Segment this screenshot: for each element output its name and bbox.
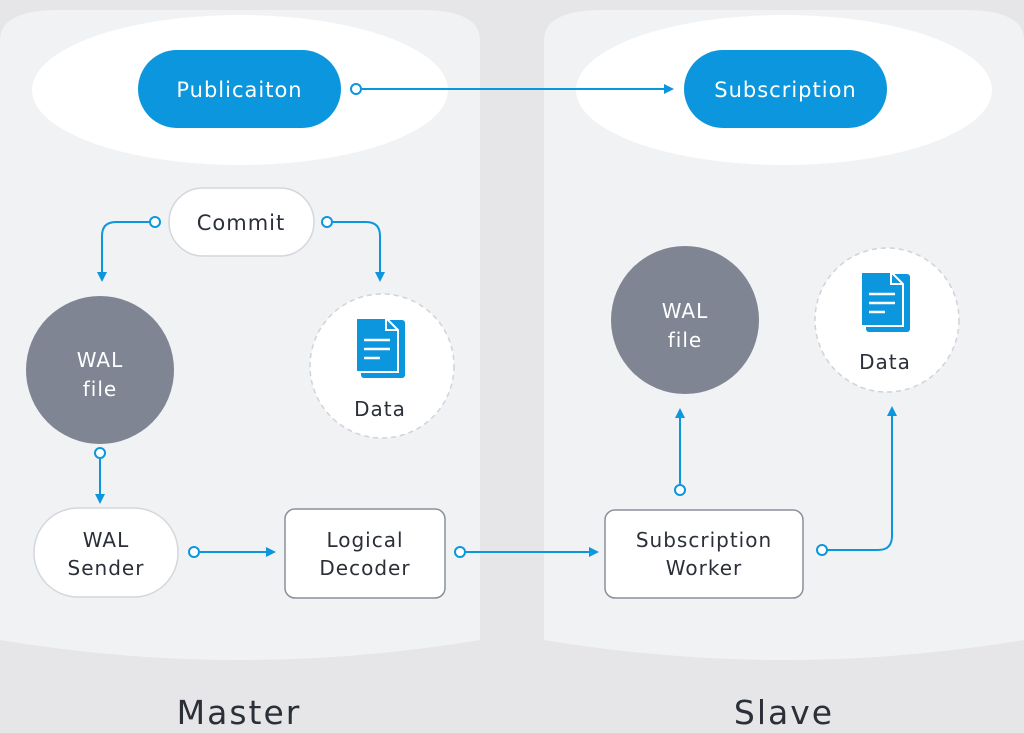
worker-to-slave-data-arrow bbox=[828, 406, 897, 551]
subscription-worker-node: Subscription Worker bbox=[604, 509, 804, 599]
slave-label: Slave bbox=[734, 693, 834, 732]
commit-to-wal-arrow bbox=[97, 221, 149, 282]
master-label: Master bbox=[177, 693, 302, 732]
logical-decoder-label-line1: Logical bbox=[326, 528, 403, 552]
connector-dots bbox=[94, 83, 828, 558]
slave-wal-file-label-line1: WAL bbox=[662, 299, 709, 323]
logical-decoder-label-line2: Decoder bbox=[319, 556, 410, 580]
master-wal-file-node: WAL file bbox=[26, 296, 174, 444]
publication-label: Publicaiton bbox=[176, 78, 302, 102]
master-data-node: Data bbox=[309, 293, 455, 439]
slave-data-node: Data bbox=[814, 247, 960, 393]
commit-to-data-arrow bbox=[333, 221, 385, 282]
connectors bbox=[95, 84, 897, 557]
commit-label: Commit bbox=[197, 211, 286, 235]
subscription-worker-label-line2: Worker bbox=[666, 556, 742, 580]
wal-sender-node: WAL Sender bbox=[33, 507, 179, 598]
subscription-worker-label-line1: Subscription bbox=[636, 528, 772, 552]
master-wal-file-label-line2: file bbox=[83, 377, 117, 401]
subscription-node: Subscription bbox=[684, 50, 887, 128]
document-icon bbox=[860, 271, 910, 332]
subscription-label: Subscription bbox=[714, 78, 856, 102]
commit-node: Commit bbox=[168, 187, 315, 257]
document-icon bbox=[355, 317, 405, 378]
master-wal-file-label-line1: WAL bbox=[77, 348, 124, 372]
logical-decoder-node: Logical Decoder bbox=[284, 508, 446, 599]
slave-wal-file-label-line2: file bbox=[668, 328, 702, 352]
wal-sender-label-line1: WAL bbox=[83, 528, 130, 552]
publication-node: Publicaiton bbox=[138, 50, 341, 128]
master-data-label: Data bbox=[354, 397, 406, 421]
wal-sender-label-line2: Sender bbox=[68, 556, 145, 580]
slave-data-label: Data bbox=[859, 350, 911, 374]
slave-wal-file-node: WAL file bbox=[611, 246, 759, 394]
